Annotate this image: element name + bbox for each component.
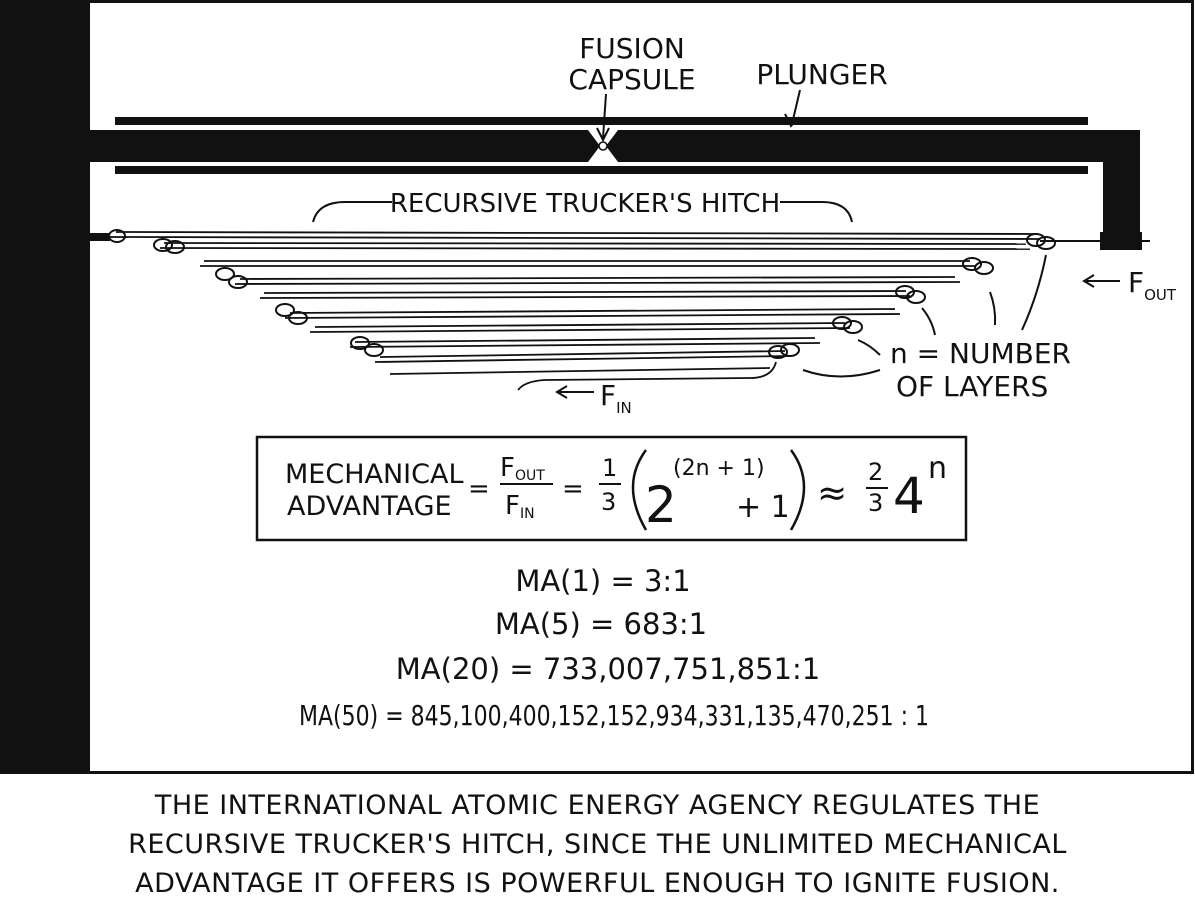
comic-panel: FUSION CAPSULE PLUNGER RECURSIVE TRUCKER… bbox=[0, 0, 1194, 774]
rope-layer-20 bbox=[517, 361, 777, 391]
f-in-arrow bbox=[555, 385, 594, 399]
hitch-bracket bbox=[312, 201, 853, 223]
formula-fraction-denominator: FIN bbox=[505, 491, 535, 522]
f-out-label: FOUT bbox=[1128, 266, 1177, 304]
hitch-knots bbox=[108, 229, 1056, 359]
rope-layer-16 bbox=[354, 337, 816, 343]
formula-plus-one: + 1 bbox=[736, 490, 790, 525]
formula-base-two: 2 bbox=[645, 476, 677, 534]
knot-left-9 bbox=[364, 343, 384, 357]
f-in-label: FIN bbox=[600, 379, 632, 417]
formula-one-third-num: 1 bbox=[602, 454, 617, 482]
formula-four: 4 bbox=[893, 467, 925, 525]
layers-label-line2: OF LAYERS bbox=[896, 370, 1048, 403]
fusion-capsule bbox=[598, 141, 608, 151]
plunger-bar bbox=[606, 130, 1140, 232]
f-in-sub: IN bbox=[616, 399, 632, 417]
caption: THE INTERNATIONAL ATOMIC ENERGY AGENCY R… bbox=[0, 786, 1195, 903]
rope-layers bbox=[109, 231, 1041, 391]
f-out-arrow bbox=[1082, 274, 1120, 288]
knot-left-2 bbox=[153, 238, 173, 252]
rope-layer-10 bbox=[263, 290, 907, 294]
rope-layer-1 bbox=[109, 236, 1041, 240]
knot-left-4 bbox=[215, 267, 235, 281]
rope-layer-15 bbox=[349, 342, 821, 348]
knot-left-1 bbox=[108, 229, 126, 243]
rope-layer-17 bbox=[374, 355, 791, 363]
rope-layer-18 bbox=[379, 350, 786, 358]
knot-right-9 bbox=[768, 345, 788, 359]
formula-right-paren bbox=[789, 449, 806, 531]
f-out-base: F bbox=[1128, 266, 1144, 299]
result-ma-50: MA(50) = 845,100,400,152,152,934,331,135… bbox=[299, 699, 929, 732]
f-in-base: F bbox=[600, 379, 616, 412]
plunger-label: PLUNGER bbox=[756, 58, 887, 91]
rope-layer-9 bbox=[259, 295, 911, 299]
result-ma-1: MA(1) = 3:1 bbox=[515, 564, 690, 598]
rope-layer-13 bbox=[309, 327, 851, 333]
result-ma-20: MA(20) = 733,007,751,851:1 bbox=[396, 652, 820, 686]
caption-line-2: RECURSIVE TRUCKER'S HITCH, SINCE THE UNL… bbox=[128, 829, 1067, 860]
rope-layer-4 bbox=[163, 242, 1027, 245]
plunger-arrow bbox=[784, 89, 801, 128]
knot-right-6 bbox=[906, 290, 926, 304]
left-wall bbox=[0, 0, 90, 774]
knot-left-7 bbox=[288, 311, 308, 325]
knot-right-2 bbox=[1036, 236, 1056, 250]
knot-left-8 bbox=[350, 336, 370, 350]
knot-right-8 bbox=[843, 320, 863, 334]
hitch-label: RECURSIVE TRUCKER'S HITCH bbox=[390, 189, 780, 219]
knot-right-7 bbox=[832, 316, 852, 330]
formula-left-paren bbox=[631, 449, 648, 531]
fusion-capsule-label-line2: CAPSULE bbox=[568, 63, 695, 96]
formula-two-thirds-num: 2 bbox=[868, 458, 883, 486]
formula-fraction-numerator: FOUT bbox=[500, 453, 545, 484]
fusion-capsule-label-line1: FUSION bbox=[579, 32, 685, 65]
formula-two-thirds-den: 3 bbox=[868, 489, 883, 517]
result-ma-5: MA(5) = 683:1 bbox=[495, 607, 707, 641]
layers-label-line1: n = NUMBER bbox=[890, 337, 1071, 370]
formula-approx: ≈ bbox=[817, 473, 847, 514]
rope-layer-3 bbox=[159, 247, 1031, 250]
rope-layer-19 bbox=[389, 367, 771, 375]
formula-exponent: (2n + 1) bbox=[673, 456, 765, 481]
caption-line-1: THE INTERNATIONAL ATOMIC ENERGY AGENCY R… bbox=[154, 790, 1041, 821]
formula-exponent-n: n bbox=[928, 451, 947, 486]
rope-layer-14 bbox=[314, 322, 846, 328]
knot-left-6 bbox=[275, 303, 295, 317]
rope-layer-8 bbox=[239, 276, 956, 280]
layers-pointers bbox=[802, 254, 1047, 378]
formula-equals-1: = bbox=[468, 474, 490, 504]
rope-layer-2 bbox=[115, 231, 1039, 235]
formula-lhs-line1: MECHANICAL bbox=[285, 459, 464, 490]
formula-one-third-den: 3 bbox=[601, 488, 616, 516]
fixed-block bbox=[90, 130, 600, 162]
knot-right-4 bbox=[974, 261, 994, 275]
lower-guide-rail bbox=[115, 166, 1088, 174]
knot-right-10 bbox=[780, 343, 800, 357]
formula-equals-2: = bbox=[562, 474, 584, 504]
rope-layer-11 bbox=[284, 313, 901, 319]
rope-layer-12 bbox=[289, 308, 896, 314]
rope-layer-7 bbox=[234, 281, 961, 285]
upper-guide-rail bbox=[115, 117, 1088, 125]
knot-left-3 bbox=[165, 240, 185, 254]
f-out-sub: OUT bbox=[1144, 286, 1177, 304]
fusion-capsule-arrow bbox=[596, 93, 610, 143]
knot-right-3 bbox=[962, 257, 982, 271]
caption-line-3: ADVANTAGE IT OFFERS IS POWERFUL ENOUGH T… bbox=[135, 868, 1060, 899]
left-anchor bbox=[90, 233, 110, 241]
knot-right-1 bbox=[1026, 233, 1046, 247]
formula-lhs-line2: ADVANTAGE bbox=[287, 491, 452, 522]
knot-left-5 bbox=[228, 275, 248, 289]
formula-box bbox=[255, 435, 968, 542]
